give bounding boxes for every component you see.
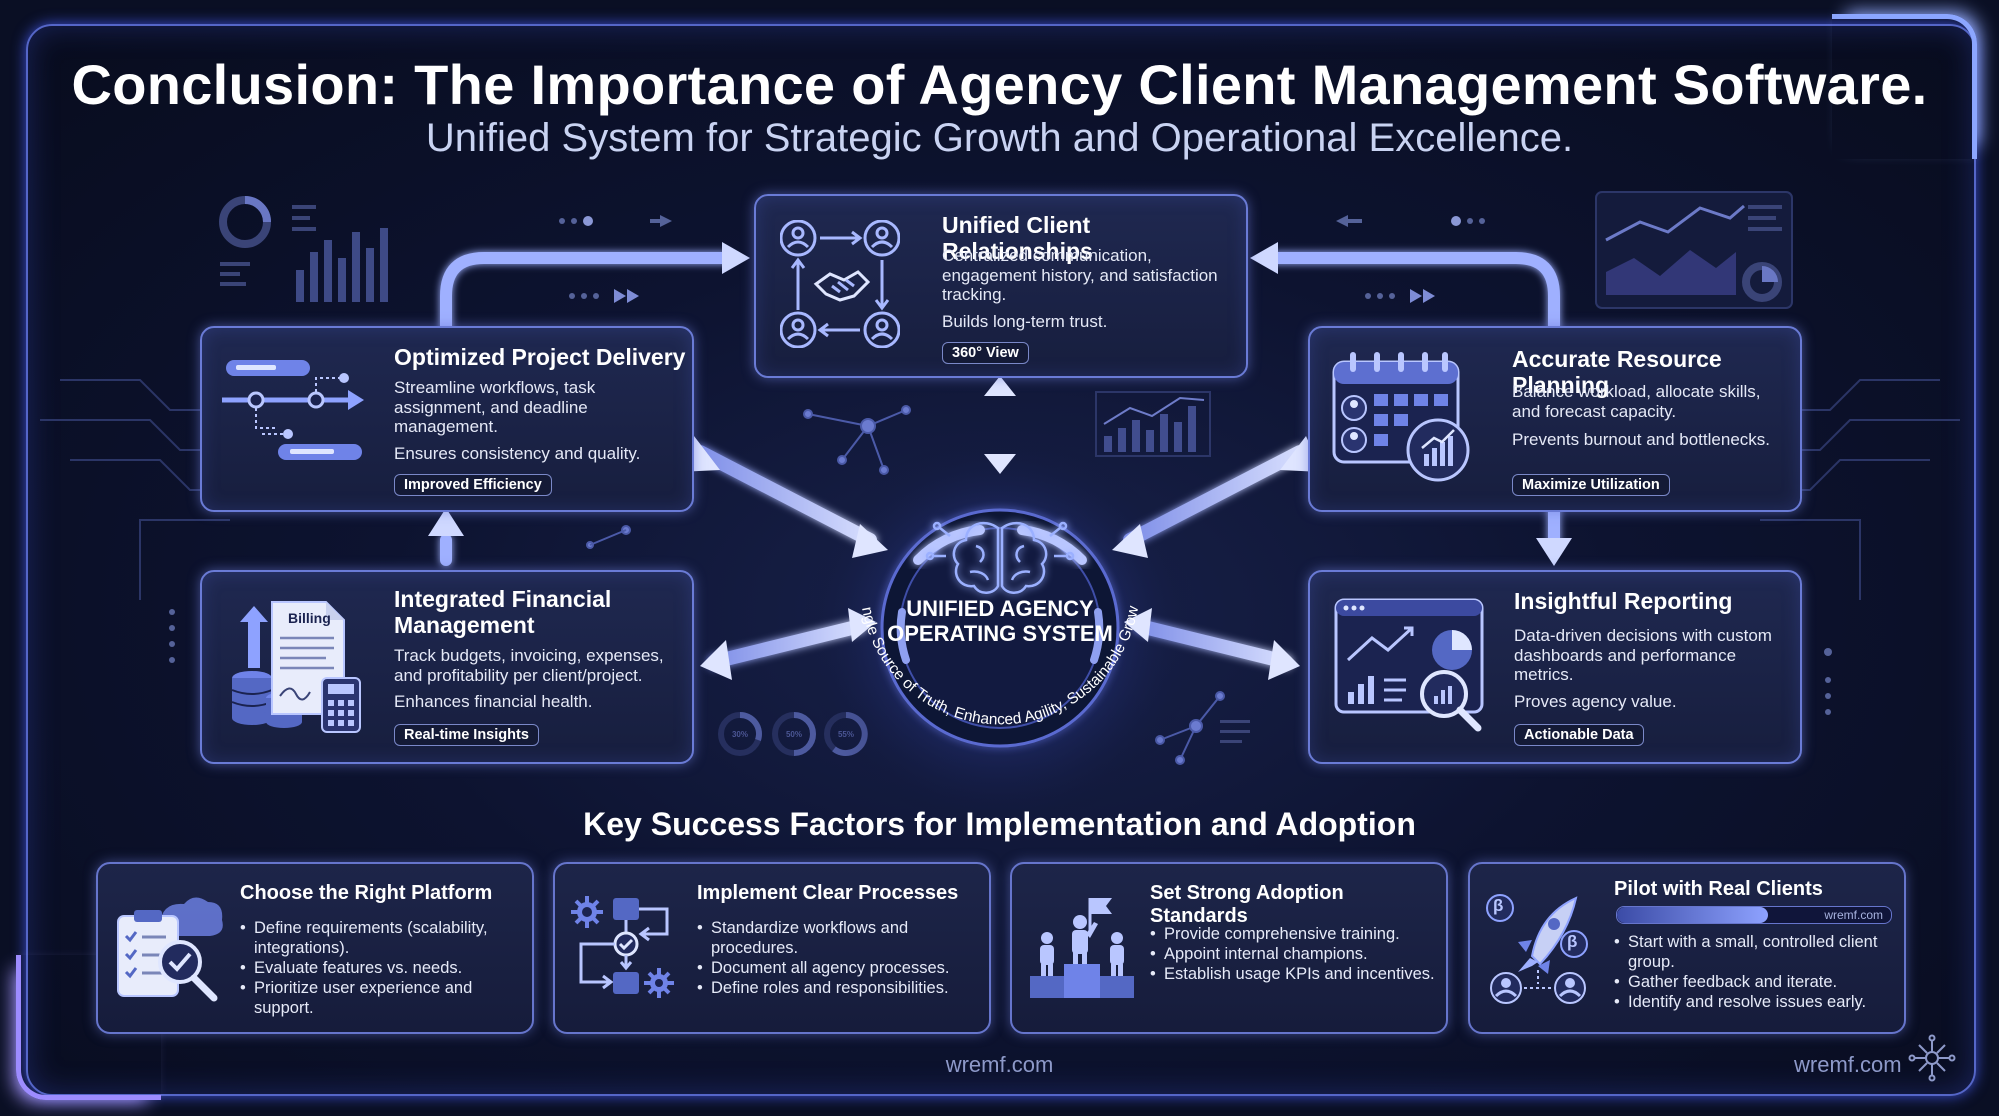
card-tag: Real-time Insights xyxy=(394,724,539,746)
client-network-icon xyxy=(780,220,900,348)
factor-bullets: Provide comprehensive training. Appoint … xyxy=(1150,924,1440,984)
gauge-label: 30% xyxy=(732,730,748,739)
billing-finance-icon xyxy=(231,601,361,733)
factor-bullet: Provide comprehensive training. xyxy=(1150,924,1440,944)
factor-title: Set Strong Adoption Standards xyxy=(1150,882,1344,927)
factor-bullets: Start with a small, controlled client gr… xyxy=(1614,932,1894,1012)
card-title: Insightful Reporting xyxy=(1514,588,1733,614)
factor-bullet: Document all agency processes. xyxy=(697,958,977,978)
page-subtitle: Unified System for Strategic Growth and … xyxy=(425,116,1574,160)
pilot-progress-bar: wremf.com xyxy=(1616,906,1892,924)
decor-lines-bottom-right xyxy=(1220,720,1250,743)
card-project-delivery: Optimized Project Delivery Streamline wo… xyxy=(200,326,694,512)
card-description: Streamline workflows, task assignment, a… xyxy=(394,378,596,436)
factor-bullet: Gather feedback and iterate. xyxy=(1614,972,1894,992)
factor-bullet: Start with a small, controlled client gr… xyxy=(1614,932,1894,972)
brain-icon xyxy=(925,521,1075,594)
decor-dots xyxy=(169,215,1832,715)
factor-bullet: Evaluate features vs. needs. xyxy=(240,958,520,978)
factor-bullets: Standardize workflows and procedures. Do… xyxy=(697,918,977,998)
factor-bullet: Establish usage KPIs and incentives. xyxy=(1150,964,1440,984)
card-title: Unified Client Relationships xyxy=(942,212,1093,264)
decor-chart-top-right xyxy=(1595,191,1793,309)
factor-bullet: Prioritize user experience and support. xyxy=(240,978,520,1018)
factor-bullet: Define requirements (scalability, integr… xyxy=(240,918,520,958)
calendar-planning-icon xyxy=(1332,352,1470,482)
factor-title: Implement Clear Processes xyxy=(697,882,959,904)
beta-symbol: β xyxy=(1567,932,1578,951)
hub-rings xyxy=(880,508,1120,748)
card-title: Optimized Project Delivery xyxy=(394,344,686,370)
factor-bullet: Standardize workflows and procedures. xyxy=(697,918,977,958)
card-benefit: Proves agency value. xyxy=(1514,692,1677,711)
card-description: Centralized communication, engagement hi… xyxy=(942,246,1218,304)
card-financial-management: Billing Integrated Financial Management … xyxy=(200,570,694,764)
card-insightful-reporting: Insightful Reporting Data-driven decisio… xyxy=(1308,570,1802,764)
card-benefit: Prevents burnout and bottlenecks. xyxy=(1512,430,1770,449)
factor-title: Pilot with Real Clients xyxy=(1614,878,1823,900)
card-benefit: Ensures consistency and quality. xyxy=(394,444,641,463)
workflow-timeline-icon xyxy=(222,360,364,460)
footer-center-url[interactable]: wremf.com xyxy=(945,1052,1054,1077)
gauge-label: 50% xyxy=(786,730,802,739)
factor-card-adoption: Set Strong Adoption Standards Provide co… xyxy=(1010,862,1448,1034)
gauge-label: 55% xyxy=(838,730,854,739)
factor-bullet: Identify and resolve issues early. xyxy=(1614,992,1894,1012)
dashboard-report-icon xyxy=(1334,598,1484,732)
card-description: Data-driven decisions with custom dashbo… xyxy=(1514,626,1772,684)
card-title: Accurate Resource Planning xyxy=(1512,346,1722,398)
factor-card-platform: Choose the Right Platform Define require… xyxy=(96,862,534,1034)
connector-arrows-top xyxy=(440,252,1560,566)
section-title: Key Success Factors for Implementation a… xyxy=(583,806,1416,842)
pilot-progress-fill xyxy=(1617,907,1768,923)
beta-symbol: β xyxy=(1493,896,1504,915)
hub-arrows xyxy=(693,385,1307,669)
factor-title: Choose the Right Platform xyxy=(240,882,493,904)
card-tag: 360° View xyxy=(942,342,1029,364)
connector-arrowheads-top xyxy=(428,242,1572,566)
rocket-pilot-icon xyxy=(1486,894,1588,1004)
card-description: Track budgets, invoicing, expenses, and … xyxy=(394,646,664,685)
card-client-relationships: Unified Client Relationships Centralized… xyxy=(754,194,1248,378)
podium-team-icon xyxy=(1030,898,1134,998)
page-title: Conclusion: The Importance of Agency Cli… xyxy=(71,53,1928,116)
hub-title: UNIFIED AGENCY OPERATING SYSTEM xyxy=(887,596,1113,646)
factor-card-pilot: β β Pilot with Real Clients wremf.com St… xyxy=(1468,862,1906,1034)
decor-chart-center xyxy=(1095,391,1211,457)
card-benefit: Builds long-term trust. xyxy=(942,312,1108,331)
decor-chart-top-left xyxy=(219,196,388,302)
factor-bullet: Appoint internal champions. xyxy=(1150,944,1440,964)
network-logo-icon xyxy=(1908,1034,1956,1082)
card-benefit: Enhances financial health. xyxy=(394,692,593,711)
factor-bullet: Define roles and responsibilities. xyxy=(697,978,977,998)
platform-search-icon xyxy=(117,897,223,1002)
card-tag: Improved Efficiency xyxy=(394,474,552,496)
decor-gauge-labels: 30% 50% 55% xyxy=(732,730,854,739)
card-tag: Maximize Utilization xyxy=(1512,474,1670,496)
footer-right-url[interactable]: wremf.com xyxy=(1794,1052,1902,1077)
card-title: Integrated Financial Management xyxy=(394,586,612,638)
card-description: Balance workload, allocate skills, and f… xyxy=(1512,382,1761,421)
card-resource-planning: Accurate Resource Planning Balance workl… xyxy=(1308,326,1802,512)
process-flow-icon xyxy=(571,896,674,998)
pilot-progress-label: wremf.com xyxy=(1824,908,1883,922)
factor-bullets: Define requirements (scalability, integr… xyxy=(240,918,520,1018)
card-tag: Actionable Data xyxy=(1514,724,1644,746)
billing-label: Billing xyxy=(288,610,331,626)
factor-card-processes: Implement Clear Processes Standardize wo… xyxy=(553,862,991,1034)
circuit-lines xyxy=(40,379,1960,600)
